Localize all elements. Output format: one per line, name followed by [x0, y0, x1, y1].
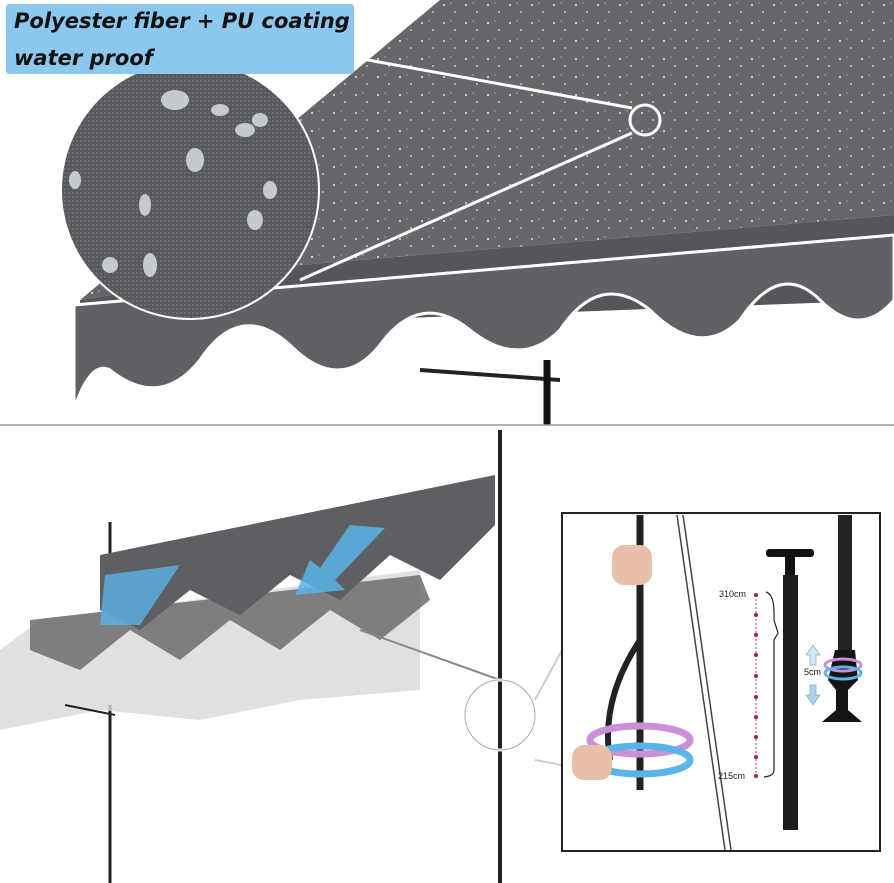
down-arrow-icon: [805, 684, 821, 706]
hand: [612, 545, 652, 585]
down-arrow-icon: [295, 525, 385, 595]
up-arrow-icon: [805, 644, 821, 666]
max-height-label: 310cm: [719, 589, 747, 599]
hand: [572, 745, 612, 780]
down-arrow-icon: [100, 565, 180, 625]
adjust-label: 5cm: [804, 667, 822, 677]
material-label-line1: Polyester fiber + PU coating: [14, 9, 350, 33]
min-height-label: 215cm: [718, 771, 746, 781]
material-label: Polyester fiber + PU coating water proof: [6, 4, 354, 74]
pole-detail-inset: [561, 512, 881, 852]
bottom-panel-awning: [0, 430, 563, 883]
material-label-line2: water proof: [14, 46, 153, 70]
